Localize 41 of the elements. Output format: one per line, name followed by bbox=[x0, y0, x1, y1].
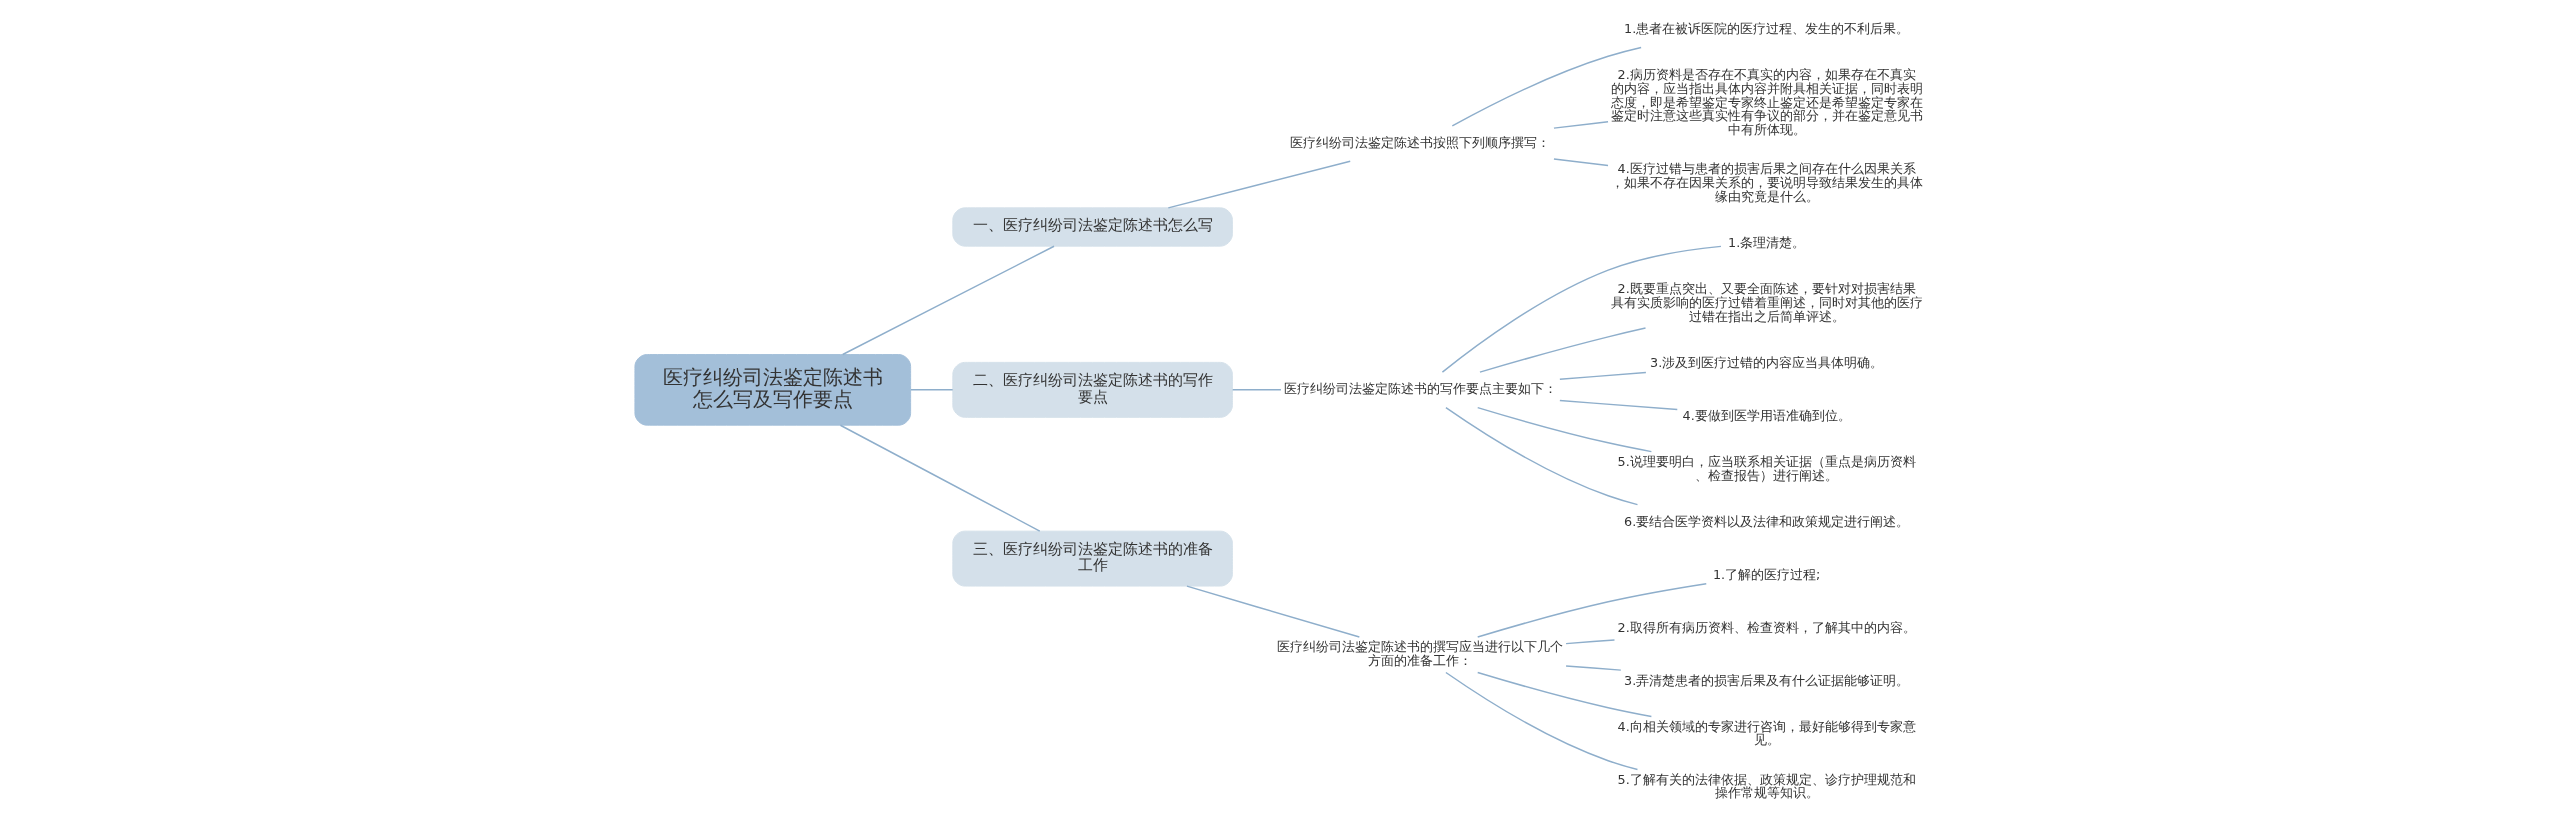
connector bbox=[839, 424, 1041, 532]
node-text: 4.向相关领域的专家进行咨询，最好能够得到专家意见。 bbox=[1617, 718, 1916, 748]
node-text: 医疗纠纷司法鉴定陈述书的写作要点主要如下： bbox=[1283, 381, 1557, 397]
connector bbox=[1565, 665, 1622, 671]
connector bbox=[1186, 585, 1361, 638]
node-text: 5.了解有关的法律依据、政策规定、诊疗护理规范和操作常规等知识。 bbox=[1617, 771, 1916, 801]
node-text: 2.取得所有病历资料、检查资料，了解其中的内容。 bbox=[1617, 619, 1916, 635]
node-box: 二、医疗纠纷司法鉴定陈述书的写作要点 bbox=[952, 361, 1233, 418]
connector bbox=[1553, 121, 1609, 129]
node-box: 医疗纠纷司法鉴定陈述书怎么写及写作要点 bbox=[634, 354, 912, 426]
connector bbox=[1476, 671, 1653, 718]
connector bbox=[1445, 671, 1639, 771]
node-text: 1.患者在被诉医院的医疗过程、发生的不利后果。 bbox=[1624, 21, 1910, 37]
connector bbox=[1441, 245, 1722, 373]
connector bbox=[910, 389, 954, 391]
connector bbox=[1445, 406, 1639, 506]
node-text: 医疗纠纷司法鉴定陈述书按照下列顺序撰写： bbox=[1290, 134, 1551, 150]
connector bbox=[1559, 371, 1647, 380]
node-box: 三、医疗纠纷司法鉴定陈述书的准备工作 bbox=[952, 530, 1233, 587]
connector bbox=[1559, 399, 1679, 411]
node-text: 2.既要重点突出、又要全面陈述，要针对对损害结果具有实质影响的医疗过错着重阐述，同时对其他的医疗过错在指出之后简单评述。 bbox=[1610, 281, 1923, 324]
connector bbox=[1167, 160, 1351, 209]
connector bbox=[1231, 389, 1282, 391]
node-text: 4.医疗过错与患者的损害后果之间存在什么因果关系，如果不存在因果关系的，要说明导致结果发生的具体缘由究竟是什么。 bbox=[1610, 161, 1923, 204]
node-text: 1.了解的医疗过程; bbox=[1712, 566, 1821, 582]
node-text: 1.条理清楚。 bbox=[1728, 235, 1806, 251]
node-text: 医疗纠纷司法鉴定陈述书的撰写应当进行以下几个方面的准备工作： bbox=[1277, 639, 1564, 668]
node-text: 5.说理要明白，应当联系相关证据（重点是病历资料、检查报告）进行阐述。 bbox=[1617, 453, 1916, 483]
node-text: 6.要结合医学资料以及法律和政策规定进行阐述。 bbox=[1624, 513, 1910, 529]
connector bbox=[1565, 639, 1616, 645]
node-text: 3.涉及到医疗过错的内容应当具体明确。 bbox=[1650, 354, 1884, 370]
node-text: 4.要做到医学用语准确到位。 bbox=[1682, 407, 1851, 423]
connector bbox=[1451, 46, 1642, 127]
node-box: 一、医疗纠纷司法鉴定陈述书怎么写 bbox=[952, 207, 1233, 247]
connector bbox=[1476, 406, 1653, 453]
connector bbox=[1479, 327, 1647, 373]
connector bbox=[842, 245, 1055, 356]
node-text: 2.病历资料是否存在不真实的内容，如果存在不真实的内容，应当指出具体内容并附具相关证据，同时表明态度，即是希望鉴定专家终止鉴定还是希望鉴定专家在鉴定时注意这些真实性有争议的部分，并在鉴定意见书中有所体现。 bbox=[1610, 67, 1923, 138]
connector bbox=[1476, 582, 1707, 638]
node-text: 3.弄清楚患者的损害后果及有什么证据能够证明。 bbox=[1624, 672, 1910, 688]
connector bbox=[1553, 158, 1609, 167]
